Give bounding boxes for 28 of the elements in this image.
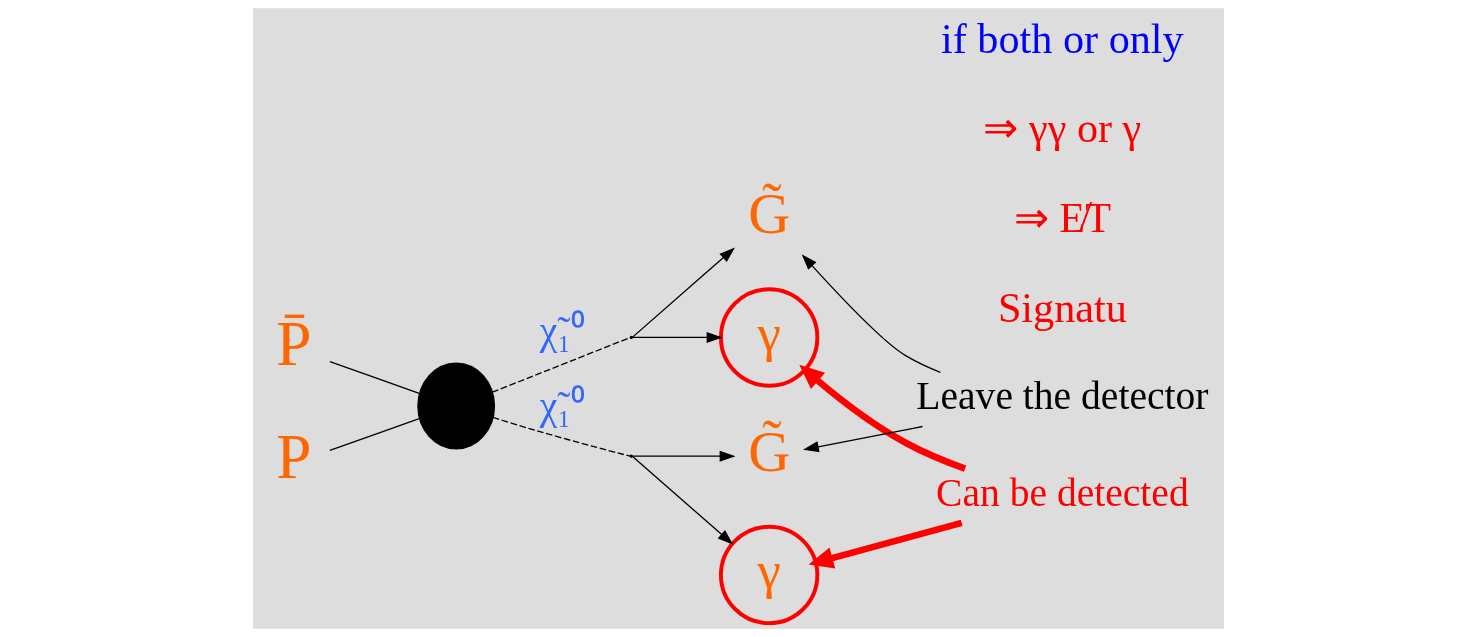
label: ⇒ γγ or γ <box>983 104 1141 152</box>
label: Signatu <box>997 283 1127 331</box>
connector <box>491 336 631 393</box>
node-text: G̃ <box>747 181 790 247</box>
arrow <box>808 519 963 569</box>
edge-label: χ̃₁⁰ <box>539 309 585 354</box>
node-circle <box>416 362 495 450</box>
arrow <box>798 364 966 472</box>
node-text: P <box>275 422 312 493</box>
label: if both or only <box>940 14 1184 62</box>
node-text: Leave the detector <box>915 374 1208 419</box>
arrow <box>801 254 941 373</box>
arrow <box>631 450 735 462</box>
node-point <box>629 335 633 340</box>
node-text: P̄ <box>275 309 312 380</box>
label: ⇒ E̸T <box>1013 194 1111 242</box>
node-text: Can be detected <box>935 470 1189 515</box>
node-point <box>629 454 633 458</box>
connector <box>328 360 420 395</box>
connector <box>328 418 420 452</box>
arrow <box>802 425 923 453</box>
arrow <box>631 247 735 339</box>
connector <box>491 416 631 457</box>
edge-label: χ̃₁⁰ <box>539 384 585 429</box>
arrow <box>631 455 733 545</box>
arrow <box>631 331 722 343</box>
node-text: G̃ <box>747 418 790 484</box>
node-circle: γ <box>718 287 819 388</box>
